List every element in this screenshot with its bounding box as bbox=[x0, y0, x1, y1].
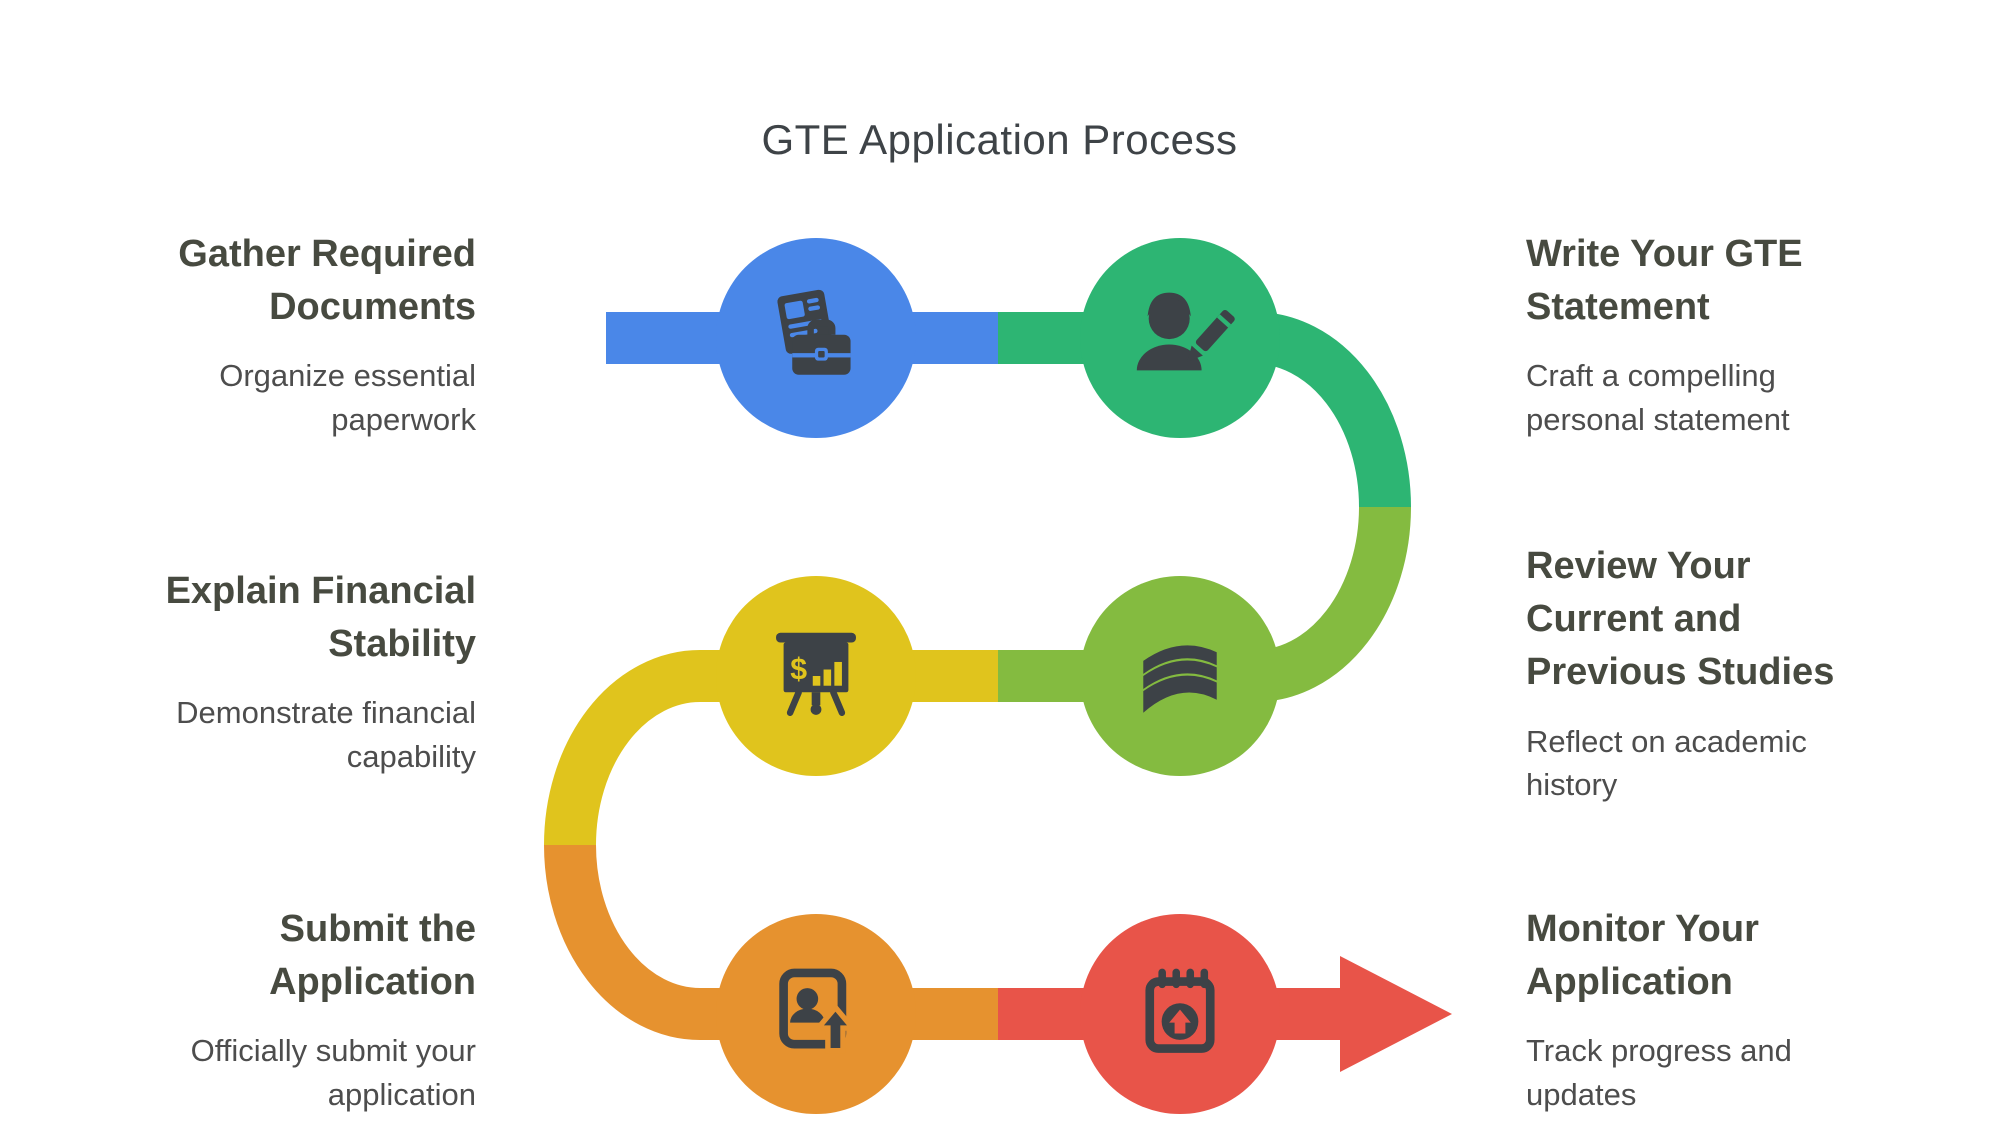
step-description-monitor-application: Track progress and updates bbox=[1526, 1033, 1792, 1112]
connector-segment-financial bbox=[544, 650, 998, 846]
step-description-financial-stability: Demonstrate financial capability bbox=[176, 695, 476, 774]
step-description-review-studies: Reflect on academic history bbox=[1526, 723, 1807, 802]
step-heading-financial-stability: Explain Financial Stability bbox=[165, 570, 476, 666]
step-heading-submit-application: Submit the Application bbox=[269, 908, 476, 1004]
step-heading-write-statement: Write Your GTE Statement bbox=[1526, 233, 1803, 329]
step-label-submit-application: Submit the Application Officially submit… bbox=[76, 903, 476, 1116]
step-description-write-statement: Craft a compelling personal statement bbox=[1526, 358, 1790, 437]
id-card-upload-icon bbox=[779, 968, 859, 1054]
person-writing-icon bbox=[1136, 292, 1235, 371]
step-description-submit-application: Officially submit your application bbox=[190, 1033, 476, 1112]
dollar-sign-glyph: $ bbox=[790, 653, 807, 686]
step-heading-gather-documents: Gather Required Documents bbox=[178, 233, 476, 329]
step-label-monitor-application: Monitor Your Application Track progress … bbox=[1526, 903, 1886, 1116]
step-circle-write bbox=[1080, 238, 1280, 438]
step-description-gather-documents: Organize essential paperwork bbox=[219, 358, 476, 437]
open-book-icon bbox=[1143, 645, 1217, 713]
calendar-upload-icon bbox=[1145, 968, 1215, 1053]
step-heading-monitor-application: Monitor Your Application bbox=[1526, 908, 1759, 1004]
documents-briefcase-icon bbox=[777, 289, 851, 375]
step-label-gather-documents: Gather Required Documents Organize essen… bbox=[76, 228, 476, 441]
flow-arrow-head bbox=[1340, 956, 1452, 1072]
step-label-write-statement: Write Your GTE Statement Craft a compell… bbox=[1526, 228, 1886, 441]
financial-presentation-icon: $ bbox=[776, 632, 856, 716]
connector-segment-submit bbox=[544, 844, 998, 1040]
step-heading-review-studies: Review Your Current and Previous Studies bbox=[1526, 545, 1835, 694]
step-label-review-studies: Review Your Current and Previous Studies… bbox=[1526, 540, 1886, 806]
step-label-financial-stability: Explain Financial Stability Demonstrate … bbox=[76, 565, 476, 778]
diagram-title: GTE Application Process bbox=[761, 116, 1238, 163]
